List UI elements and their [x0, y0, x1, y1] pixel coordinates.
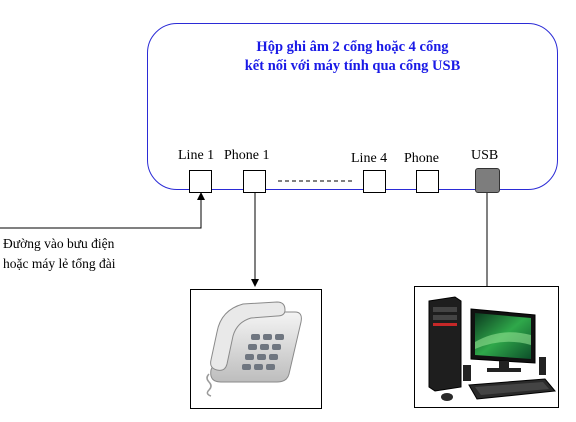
device-title-line1: Hộp ghi âm 2 cổng hoặc 4 cổng [256, 39, 449, 55]
caption-line1: Đường vào bưu điện [3, 236, 115, 251]
device-title-line2: kết nối với máy tính qua cổng USB [244, 58, 461, 74]
telephone-icon [206, 301, 302, 397]
port-line1 [189, 170, 212, 193]
computer-icon [428, 296, 556, 401]
port-usb [475, 168, 500, 193]
port-label-line4: Line 4 [351, 151, 388, 166]
telephone-frame [190, 289, 322, 409]
port-phone [416, 170, 439, 193]
port-label-phone: Phone [404, 151, 439, 166]
port-line4 [363, 170, 386, 193]
line-input-connector [0, 192, 205, 229]
recorder-box [147, 23, 558, 190]
caption-line2: hoặc máy lẻ tổng đài [3, 256, 116, 271]
port-label-phone1: Phone 1 [224, 148, 270, 163]
computer-frame [414, 286, 559, 408]
port-label-usb: USB [471, 148, 499, 163]
port-label-line1: Line 1 [178, 148, 215, 163]
port-phone1 [243, 170, 266, 193]
